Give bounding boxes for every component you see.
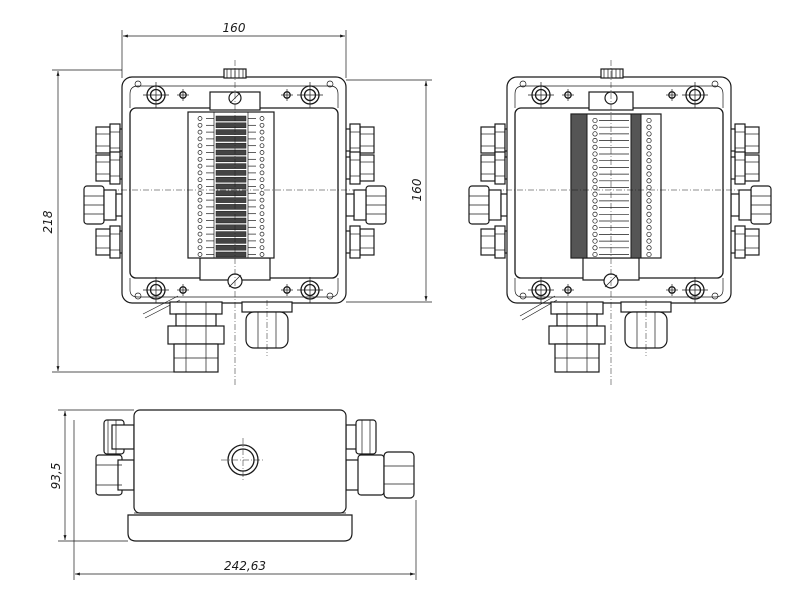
terminal-row (592, 151, 652, 157)
terminal-row (592, 171, 652, 177)
terminal-row (197, 190, 265, 197)
terminal-row (592, 131, 652, 137)
bottom-gland-right (620, 300, 672, 356)
dim-side-width: 242,63 (224, 559, 266, 573)
bottom-gland-left (519, 295, 606, 373)
terminal-row (592, 184, 652, 191)
side-housing (133, 409, 347, 514)
terminal-row (197, 210, 265, 217)
terminal-row (592, 211, 652, 217)
terminal-row (592, 251, 652, 258)
terminal-row (592, 144, 652, 150)
terminal-row (197, 115, 265, 122)
terminal-row (592, 117, 652, 124)
terminal-row (197, 183, 265, 190)
dim-height-total: 218 (41, 210, 55, 233)
terminal-row (197, 170, 265, 176)
terminal-block (187, 91, 275, 289)
dimension-lines (52, 30, 432, 580)
dim-top-width: 160 (223, 21, 246, 35)
ground-stud (600, 68, 624, 79)
terminal-row (197, 238, 265, 244)
terminal-row (197, 149, 265, 156)
terminal-row (197, 176, 265, 183)
terminal-row (197, 136, 265, 142)
terminal-row (592, 205, 652, 211)
terminal-row (197, 163, 265, 169)
terminal-row (592, 124, 652, 130)
terminal-row (592, 198, 652, 204)
dim-side-height: 93,5 (49, 463, 63, 490)
terminal-block (570, 91, 662, 289)
terminal-row (592, 164, 652, 170)
side-view (95, 409, 415, 542)
dimension-labels: 160 218 160 93,5 242,63 (41, 21, 424, 573)
terminal-row (592, 238, 652, 244)
terminal-row (197, 156, 265, 163)
right-side-glands (341, 123, 387, 259)
terminal-row (197, 231, 265, 237)
terminal-row (592, 178, 652, 184)
terminal-row (197, 142, 265, 149)
terminal-row (592, 218, 652, 224)
dim-height-box: 160 (410, 178, 424, 201)
terminal-row (197, 129, 265, 135)
terminal-row (592, 191, 652, 197)
left-side-glands (468, 123, 514, 259)
bottom-gland-right (241, 300, 293, 356)
side-base (127, 514, 353, 542)
terminal-row (592, 138, 652, 144)
terminal-row (197, 204, 265, 210)
bottom-gland-left (142, 295, 225, 373)
terminal-row (592, 245, 652, 251)
terminal-row (197, 197, 265, 203)
terminal-row (197, 244, 265, 251)
right-side-glands (726, 123, 772, 259)
terminal-row (197, 251, 265, 258)
terminal-row (592, 231, 652, 237)
terminal-row (592, 158, 652, 164)
front-view-right (468, 60, 772, 385)
terminal-row (197, 224, 265, 231)
terminal-row (197, 217, 265, 224)
terminal-row (197, 122, 265, 129)
terminal-row (592, 225, 652, 231)
front-view-left (83, 60, 387, 385)
